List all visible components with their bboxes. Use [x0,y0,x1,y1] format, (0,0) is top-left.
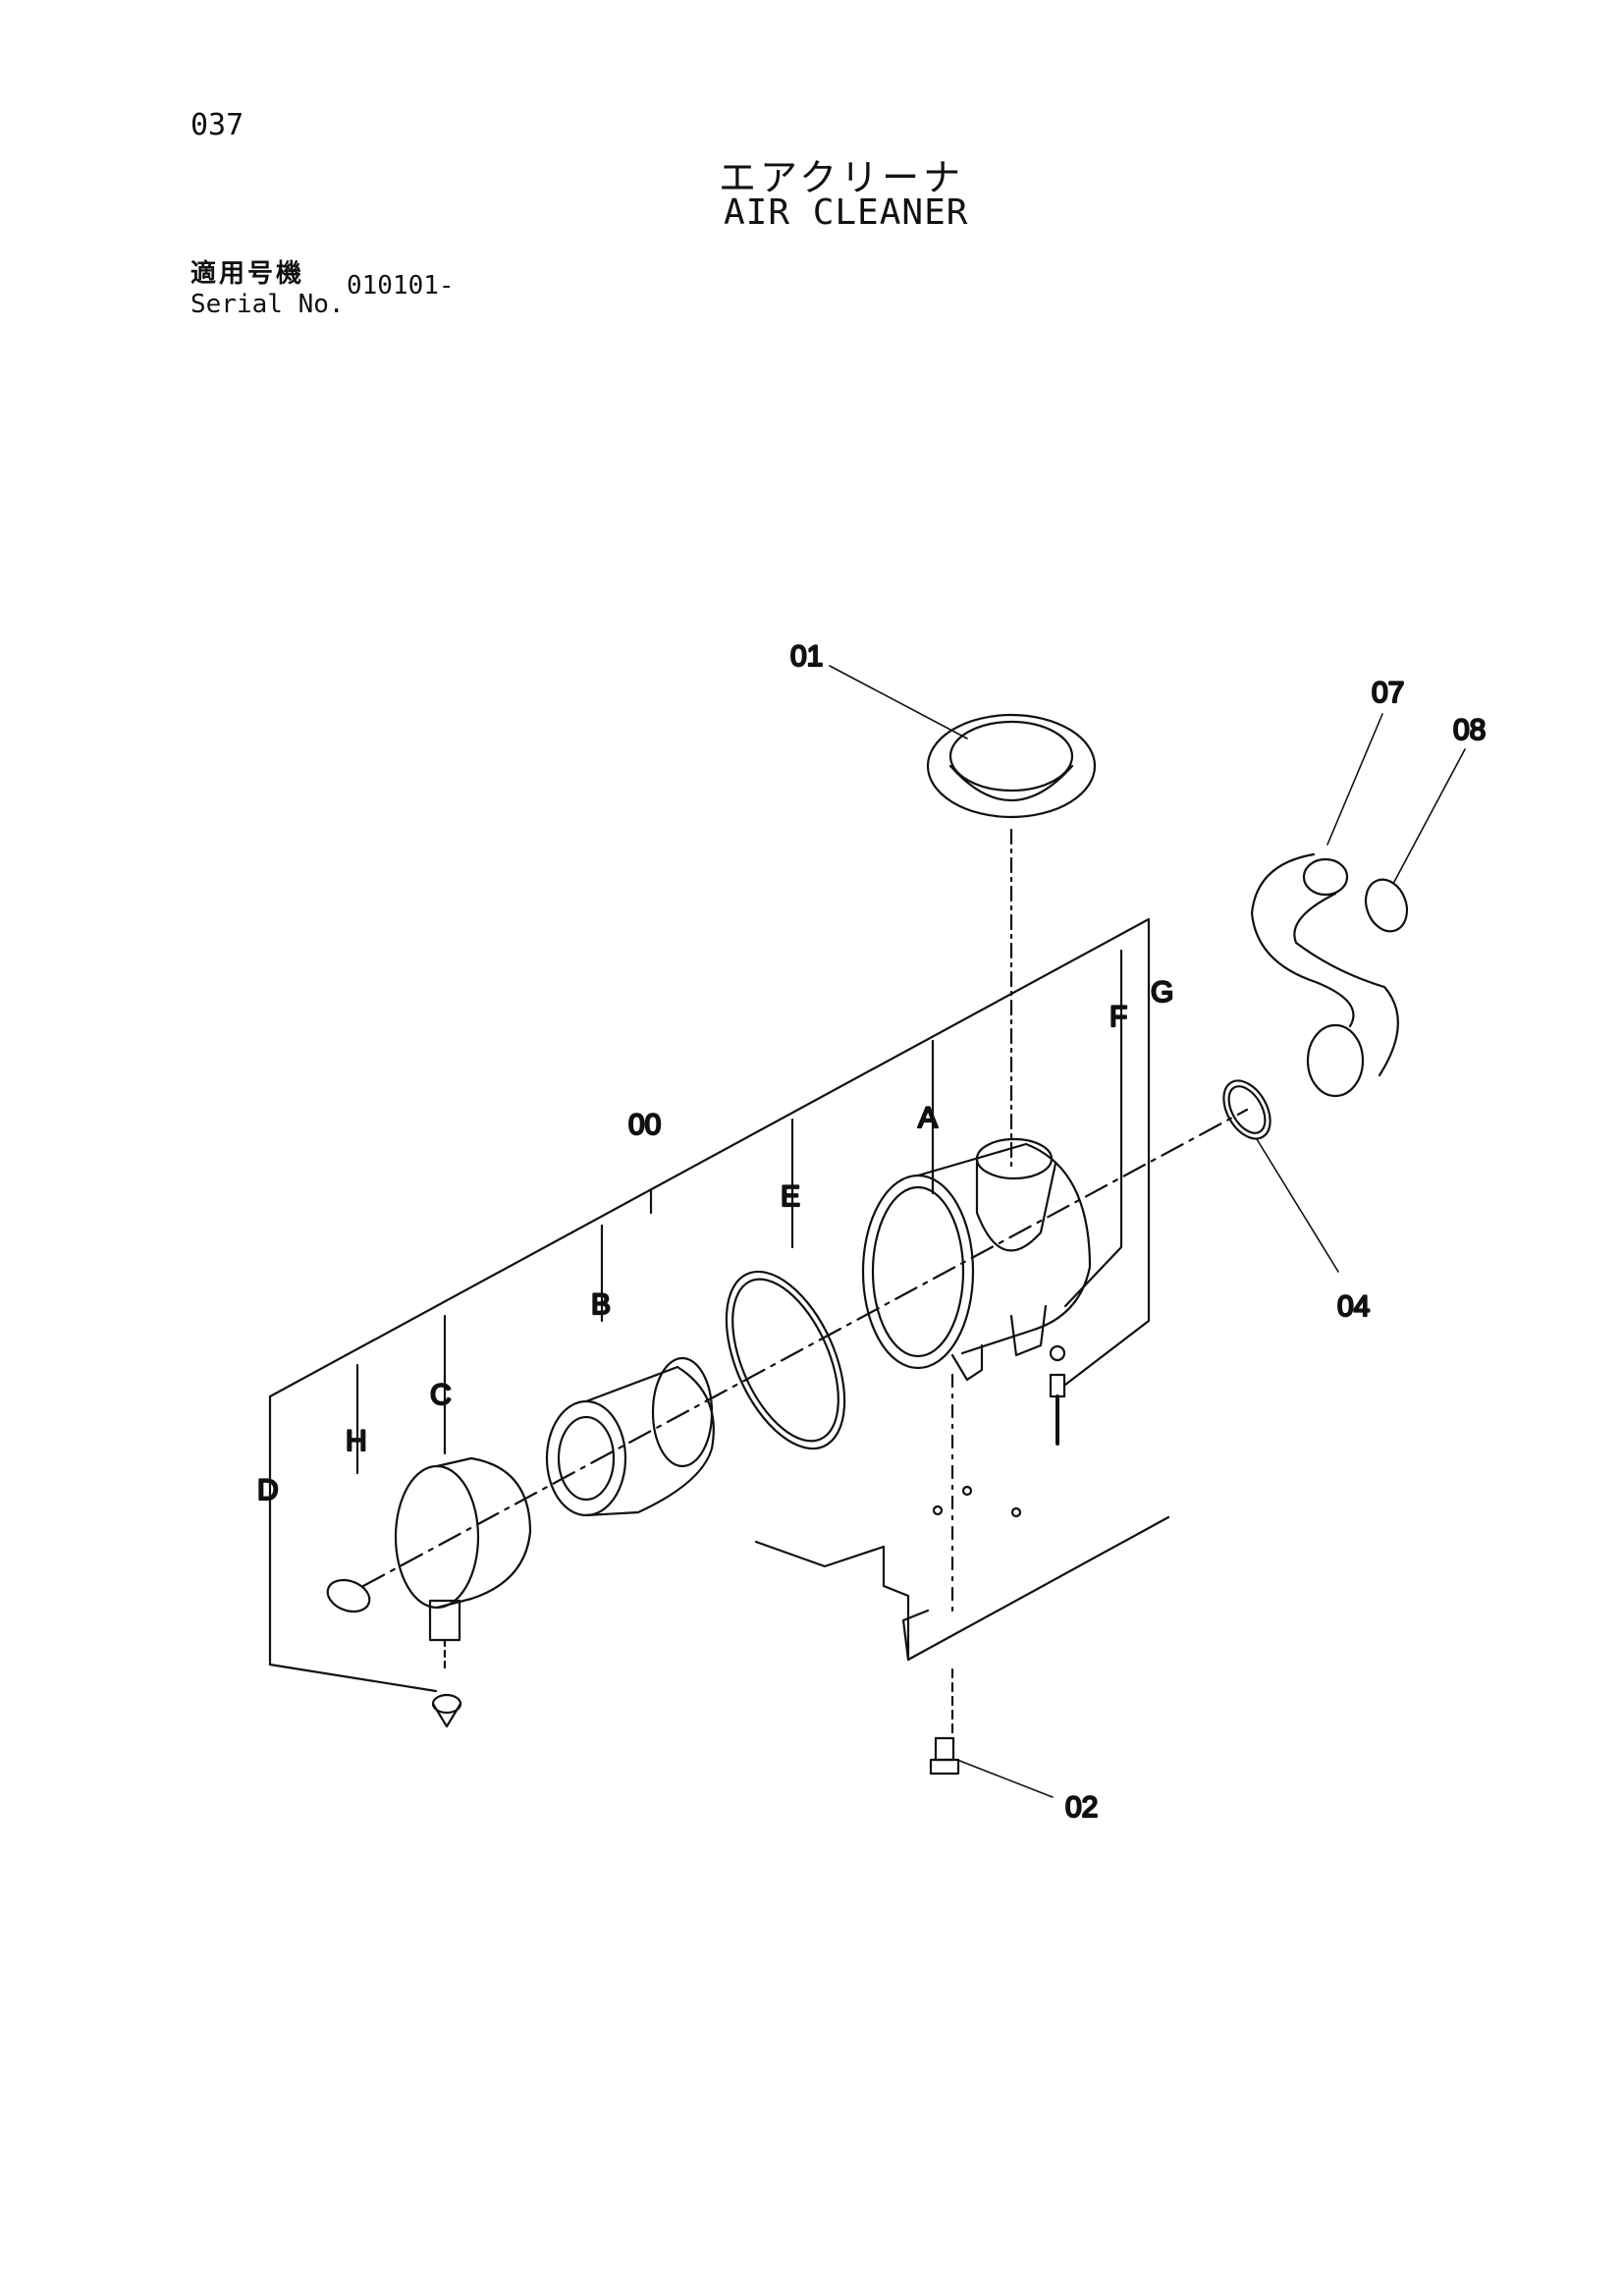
part-08-hose-clamp [1364,878,1409,933]
assembly-bracket-lines [268,917,1151,1693]
callout-C: C [430,1379,452,1411]
callout-G: G [1151,976,1173,1009]
callout-00: 00 [628,1109,661,1141]
part-C-cover [394,1456,532,1671]
callout-04: 04 [1337,1290,1370,1323]
mounting-plate [754,1485,1170,1662]
callout-02: 02 [1065,1791,1098,1824]
callout-08: 08 [1453,714,1486,746]
callout-F: F [1109,1001,1127,1033]
part-F-indicator [1049,1344,1066,1446]
callout-A: A [918,1102,938,1134]
part-07-intake-hose [1250,852,1399,1098]
part-A-housing [861,1137,1092,1613]
serial-label-english: Serial No. [190,290,345,319]
serial-label-japanese: 適用号機 [190,259,305,289]
serial-value: 010101- [347,271,455,301]
part-02-bolt [929,1667,960,1776]
page-number: 037 [190,108,244,142]
callout-D: D [257,1474,279,1506]
part-01-rain-cap [926,713,1097,1171]
title-english: AIR CLEANER [724,192,969,233]
callout-E: E [781,1180,800,1213]
part-B-filter-element [545,1356,715,1517]
part-H-seal [326,1578,371,1613]
callout-B: B [591,1288,611,1321]
callout-01: 01 [790,640,823,673]
title-japanese: エアクリーナ [719,156,965,199]
leader-lines [829,665,1466,1798]
callout-H: H [346,1425,367,1457]
callout-07: 07 [1372,677,1404,709]
part-04-hose-clamp [1222,1079,1271,1140]
center-axis-line [361,1108,1249,1588]
part-E-o-ring [725,1270,846,1450]
part-D-drain-valve [431,1693,462,1728]
